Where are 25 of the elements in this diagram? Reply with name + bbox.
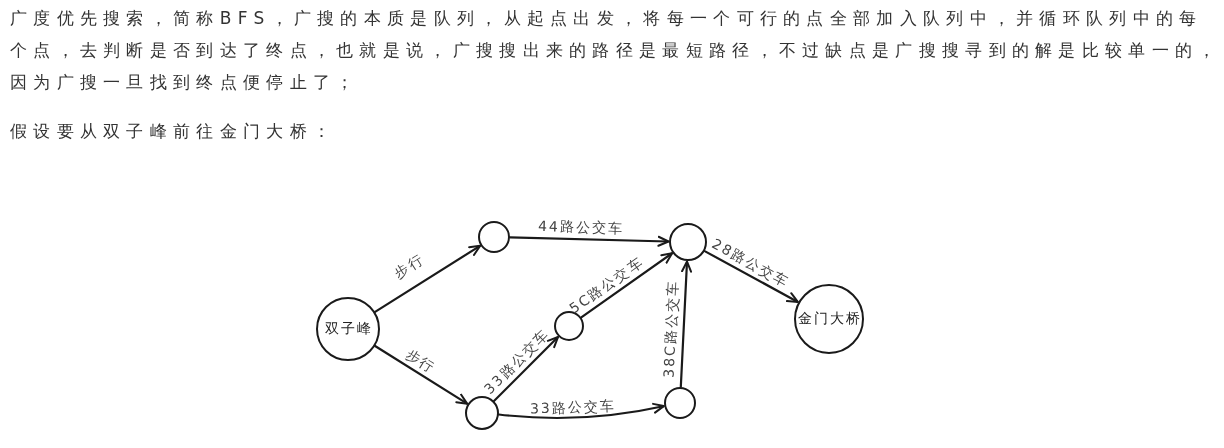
arrow (508, 235, 670, 247)
edge-label: 44路公交车 (538, 218, 625, 237)
paragraph: 假设要从双子峰前往金门大桥： (10, 120, 338, 143)
circle-node (669, 223, 707, 261)
edge-label: 28路公交车 (709, 235, 793, 291)
arrow (497, 402, 665, 420)
edge-label: 5C路公交车 (566, 253, 647, 317)
edge-label: 步行 (391, 250, 427, 282)
circle-node: 金门大桥 (794, 284, 864, 354)
edge-label: 33路公交车 (480, 325, 553, 398)
circle-node: 双子峰 (316, 297, 380, 361)
arrow (374, 344, 469, 405)
arrow (703, 250, 799, 303)
edge-label: 38C路公交车 (660, 279, 681, 378)
circle-node (664, 387, 696, 419)
edge-label: 33路公交车 (529, 397, 616, 417)
paragraph: 广度优先搜索，简称BFS，广搜的本质是队列，从起点出发，将每一个可行的点全部加入队列中，并循环队列中的每个点，去判断是否到达了终点，也就是说，广搜搜出来的路径是最短路径，不过缺点是广搜搜寻到的解是比较单一的，因为广搜一旦找到终点便停止了； (10, 7, 1223, 94)
arrow (580, 252, 674, 319)
arrow (374, 244, 481, 313)
arrow (492, 335, 560, 403)
circle-node (478, 221, 510, 253)
circle-node (465, 396, 499, 430)
arrow (679, 260, 692, 389)
circle-node (554, 311, 584, 341)
edge-label: 步行 (403, 345, 439, 376)
